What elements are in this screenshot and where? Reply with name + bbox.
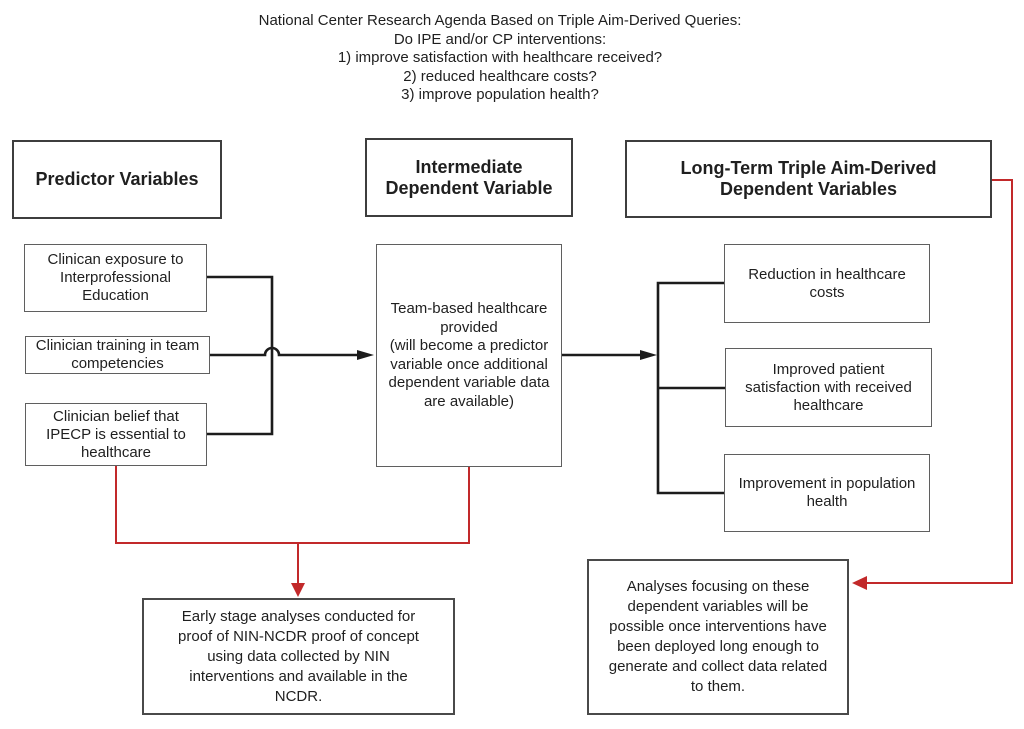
red-path-to-early-analyses [115,466,470,544]
box-clinician-training-team: Clinician training in team competencies [25,336,210,374]
title-line-5: 3) improve population health? [401,86,599,103]
title-line-4: 2) reduced healthcare costs? [403,67,597,85]
header-long-term-dependent-variables: Long-Term Triple Aim-Derived Dependent V… [625,140,992,218]
box-reduction-healthcare-costs: Reduction in healthcare costs [724,244,930,323]
arrow-predictors-to-intermediate-head [357,350,374,360]
red-arrow-early-analyses-head [291,583,305,597]
red-arrow-future-analyses-head [852,576,867,590]
box-clinician-exposure-ipe: Clinican exposure to Interprofessional E… [24,244,207,312]
box-future-analyses: Analyses focusing on these dependent var… [587,559,849,715]
header-predictor-variables: Predictor Variables [12,140,222,219]
arrow-predictors-to-intermediate-line [210,346,359,357]
left-bracket-line [207,275,274,436]
box-early-stage-analyses: Early stage analyses conducted for proof… [142,598,455,715]
box-team-based-healthcare: Team-based healthcare provided (will bec… [376,244,562,467]
right-bracket-line [656,281,725,495]
title-line-2: Do IPE and/or CP interventions: [393,30,607,48]
arrow-intermediate-to-outcomes-head [640,350,657,360]
diagram-title: National Center Research Agenda Based on… [0,12,1000,105]
box-clinician-belief-ipecp: Clinician belief that IPECP is essential… [25,403,207,466]
box-improvement-population-health: Improvement in population health [724,454,930,532]
header-intermediate-dependent-variable: Intermediate Dependent Variable [365,138,573,217]
title-line-1: National Center Research Agenda Based on… [258,12,742,29]
title-line-3: 1) improve satisfaction with healthcare … [337,49,663,66]
box-improved-patient-satisfaction: Improved patient satisfaction with recei… [725,348,932,427]
